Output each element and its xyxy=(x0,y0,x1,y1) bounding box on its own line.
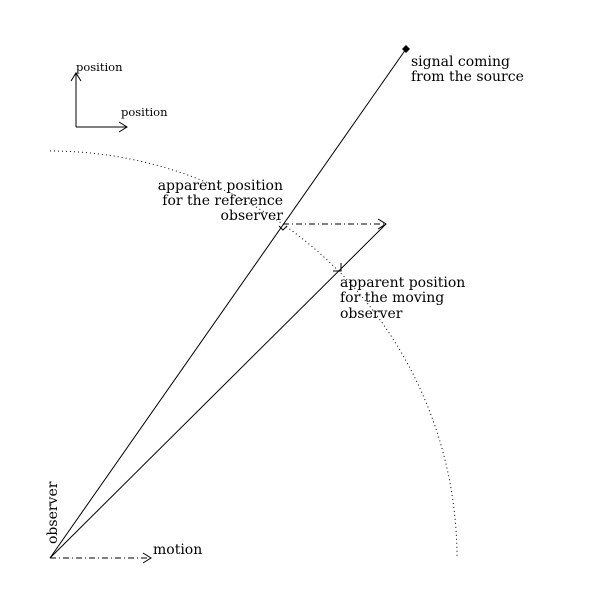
signal-label-line2: from the source xyxy=(411,69,524,85)
reference-position-marker xyxy=(278,225,288,231)
reference-label-line3: observer xyxy=(221,208,284,224)
moving-label-line1: apparent position xyxy=(340,275,465,291)
axes-key-vertical-label: position xyxy=(76,60,123,74)
source-point xyxy=(402,45,410,53)
axes-key-vertical-arrowhead xyxy=(70,72,82,82)
reference-label-line2: for the reference xyxy=(162,193,283,209)
moving-label-line3: observer xyxy=(340,306,403,322)
observer-label: observer xyxy=(45,481,61,544)
moving-observer-sightline xyxy=(49,223,387,559)
motion-arrowhead xyxy=(142,552,152,564)
axes-key: position position xyxy=(70,60,168,133)
signal-label-line1: signal coming xyxy=(411,54,510,70)
signal-line xyxy=(49,48,407,559)
axes-key-horizontal-arrowhead xyxy=(118,121,128,133)
displacement-arrowhead xyxy=(377,218,387,230)
moving-position-marker xyxy=(333,263,342,272)
motion-label: motion xyxy=(153,542,202,558)
reference-label-line1: apparent position xyxy=(158,178,283,194)
axes-key-horizontal-label: position xyxy=(121,105,168,119)
moving-label-line2: for the moving xyxy=(340,290,444,306)
